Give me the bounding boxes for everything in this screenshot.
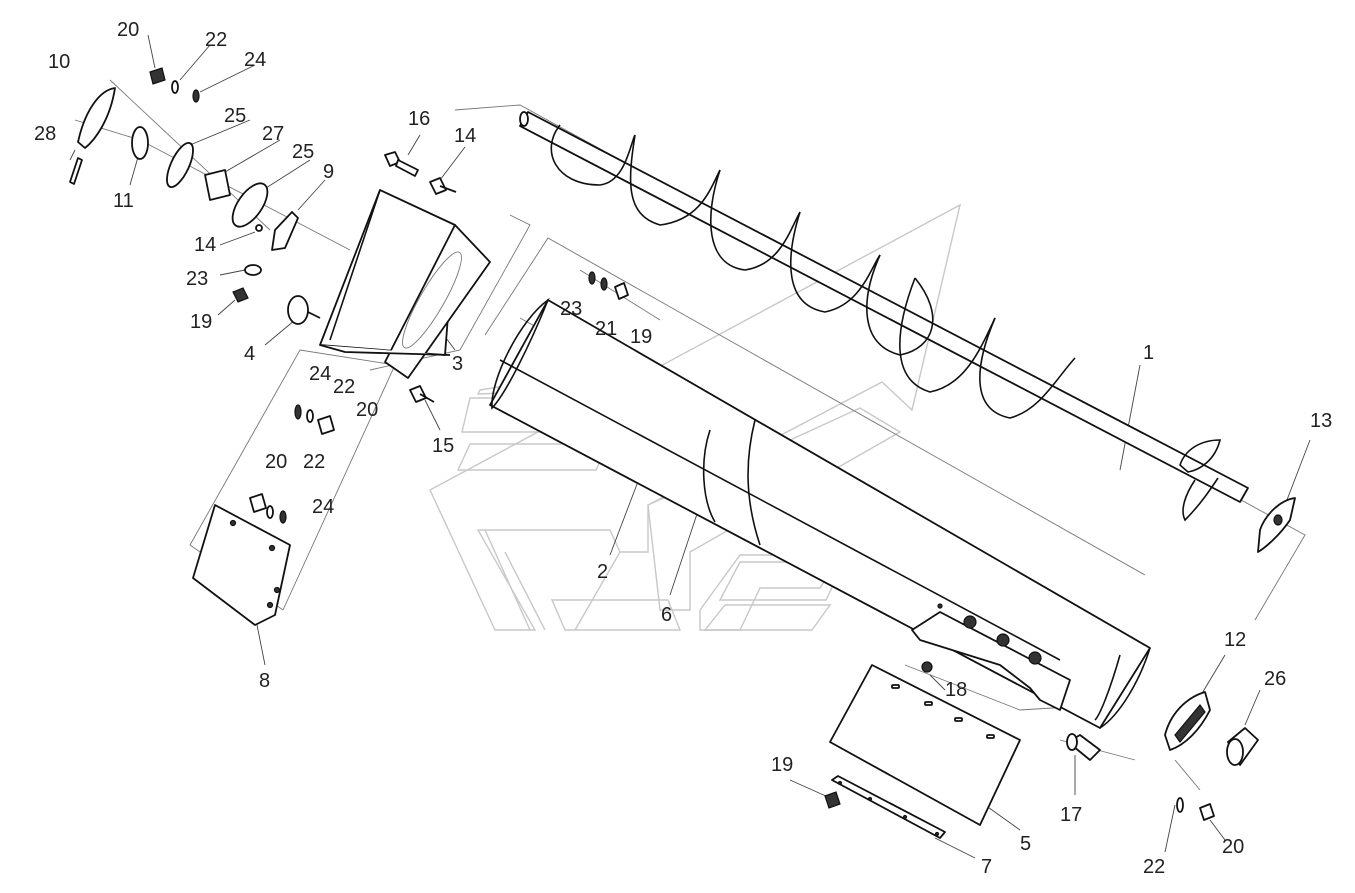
label-22: 22 bbox=[205, 29, 227, 51]
drive-flange bbox=[1164, 691, 1211, 751]
label-19: 19 bbox=[190, 311, 212, 333]
label-16: 16 bbox=[408, 108, 430, 130]
label-21: 21 bbox=[595, 318, 617, 340]
label-22: 22 bbox=[333, 376, 355, 398]
label-25: 25 bbox=[224, 105, 246, 127]
end-bearing-plate bbox=[1257, 497, 1296, 553]
label-14: 14 bbox=[454, 125, 476, 147]
bolts bbox=[384, 151, 457, 403]
label-24: 24 bbox=[309, 363, 331, 385]
part-labels: 20 22 24 10 25 28 27 25 9 11 16 14 14 23… bbox=[34, 19, 1332, 878]
inlet-hopper bbox=[319, 189, 491, 379]
label-23: 23 bbox=[186, 268, 208, 290]
strip-bar bbox=[831, 775, 946, 839]
label-5: 5 bbox=[1020, 833, 1031, 855]
label-25: 25 bbox=[292, 141, 314, 163]
label-20: 20 bbox=[117, 19, 139, 41]
drive-pulley bbox=[1226, 727, 1259, 766]
label-22: 22 bbox=[1143, 856, 1165, 878]
label-13: 13 bbox=[1310, 410, 1332, 432]
tube-bracket bbox=[911, 603, 1071, 711]
label-2: 2 bbox=[597, 561, 608, 583]
label-20: 20 bbox=[356, 399, 378, 421]
cover-plate-left bbox=[192, 504, 291, 626]
cover-plate-right bbox=[829, 664, 1021, 826]
nut-washer-groups bbox=[249, 271, 1215, 821]
label-11: 11 bbox=[113, 190, 134, 212]
label-24: 24 bbox=[312, 496, 334, 518]
label-23: 23 bbox=[560, 298, 582, 320]
label-17: 17 bbox=[1060, 804, 1082, 826]
drive-stub-bolt bbox=[1066, 733, 1101, 761]
label-19: 19 bbox=[771, 754, 793, 776]
label-14: 14 bbox=[194, 234, 216, 256]
label-7: 7 bbox=[981, 856, 992, 878]
label-8: 8 bbox=[259, 670, 270, 692]
label-9: 9 bbox=[323, 161, 334, 183]
label-15: 15 bbox=[432, 435, 454, 457]
label-28: 28 bbox=[34, 123, 56, 145]
label-27: 27 bbox=[262, 123, 284, 145]
left-hardware bbox=[69, 67, 321, 325]
label-6: 6 bbox=[661, 604, 672, 626]
label-18: 18 bbox=[945, 679, 967, 701]
label-22: 22 bbox=[303, 451, 325, 473]
label-20: 20 bbox=[1222, 836, 1244, 858]
auger-tube bbox=[489, 297, 1151, 729]
auger-shaft bbox=[519, 111, 1249, 522]
label-4: 4 bbox=[244, 343, 255, 365]
label-1: 1 bbox=[1143, 342, 1154, 364]
label-19: 19 bbox=[630, 326, 652, 348]
label-12: 12 bbox=[1224, 629, 1246, 651]
label-3: 3 bbox=[452, 353, 463, 375]
label-26: 26 bbox=[1264, 668, 1286, 690]
label-20: 20 bbox=[265, 451, 287, 473]
label-10: 10 bbox=[48, 51, 70, 73]
label-24: 24 bbox=[244, 49, 266, 71]
